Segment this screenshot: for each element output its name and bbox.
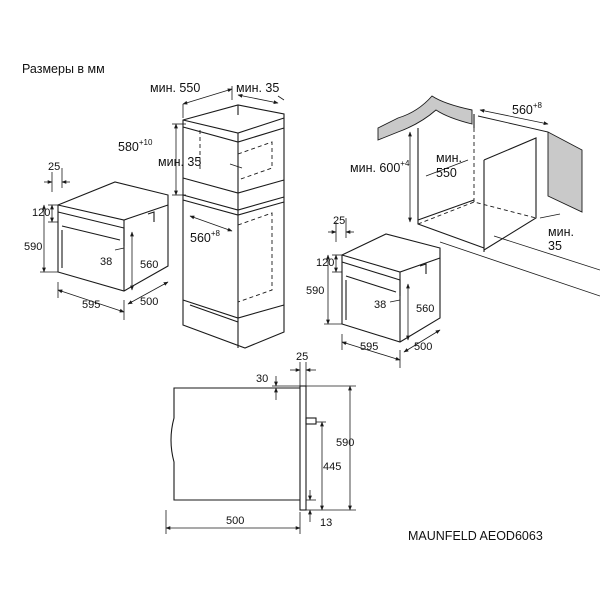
oven-right-panel-depth: 25 <box>333 215 345 227</box>
tall-height-label: 580+10 <box>118 138 153 154</box>
oven-right-total-height: 590 <box>306 285 324 297</box>
oven-left-depth: 500 <box>140 296 158 308</box>
tall-min-gap-label: мин. 35 <box>158 155 201 169</box>
oven-right-drawing <box>341 233 441 343</box>
oven-right-handle: 38 <box>374 299 386 311</box>
tall-cabinet-drawing <box>182 104 285 349</box>
tall-min-width-label: мин. 550 <box>150 81 200 95</box>
side-bottom-offset: 13 <box>320 517 332 529</box>
niche-min-gap-line1: мин. <box>548 225 574 239</box>
oven-right-body-height: 560 <box>416 303 434 315</box>
tall-width-label: 560+8 <box>190 229 221 245</box>
side-view-drawing <box>170 385 317 511</box>
niche-min-depth-line1: мин. <box>436 151 462 165</box>
oven-right-width: 595 <box>360 341 378 353</box>
side-depth: 500 <box>226 515 244 527</box>
side-total-height: 590 <box>336 437 354 449</box>
oven-left-body-height: 560 <box>140 259 158 271</box>
tall-min-depth-label: мин. 35 <box>236 81 279 95</box>
side-front-depth: 25 <box>296 351 308 363</box>
oven-left-width: 595 <box>82 299 100 311</box>
tall-cabinet-dimensions: мин. 550 мин. 35 580+10 мин. 35 560+8 <box>118 81 285 245</box>
oven-right-dimensions: 25 120 590 38 560 595 500 <box>306 215 441 368</box>
niche-width-label: 560+8 <box>512 101 543 117</box>
undercounter-drawing <box>377 95 600 297</box>
oven-left-panel-depth: 25 <box>48 161 60 173</box>
model-name: MAUNFELD AEOD6063 <box>408 529 543 543</box>
oven-left-drawing <box>57 181 169 292</box>
undercounter-dimensions: 560+8 мин. 600+4 мин. 550 мин. 35 <box>350 101 574 253</box>
oven-left-total-height: 590 <box>24 241 42 253</box>
niche-height-label: мин. 600+4 <box>350 159 410 175</box>
side-view-dimensions: 25 30 590 445 500 13 <box>165 351 356 534</box>
oven-left-handle: 38 <box>100 256 112 268</box>
oven-right-depth: 500 <box>414 341 432 353</box>
side-handle-height: 445 <box>323 461 341 473</box>
niche-min-gap-line2: 35 <box>548 239 562 253</box>
side-top-offset: 30 <box>256 373 268 385</box>
oven-right-panel-height: 120 <box>316 257 334 269</box>
units-note: Размеры в мм <box>22 62 105 76</box>
niche-min-depth-line2: 550 <box>436 166 457 180</box>
oven-left-panel-height: 120 <box>32 207 50 219</box>
oven-left-dimensions: 25 120 590 38 560 595 500 <box>24 161 169 320</box>
